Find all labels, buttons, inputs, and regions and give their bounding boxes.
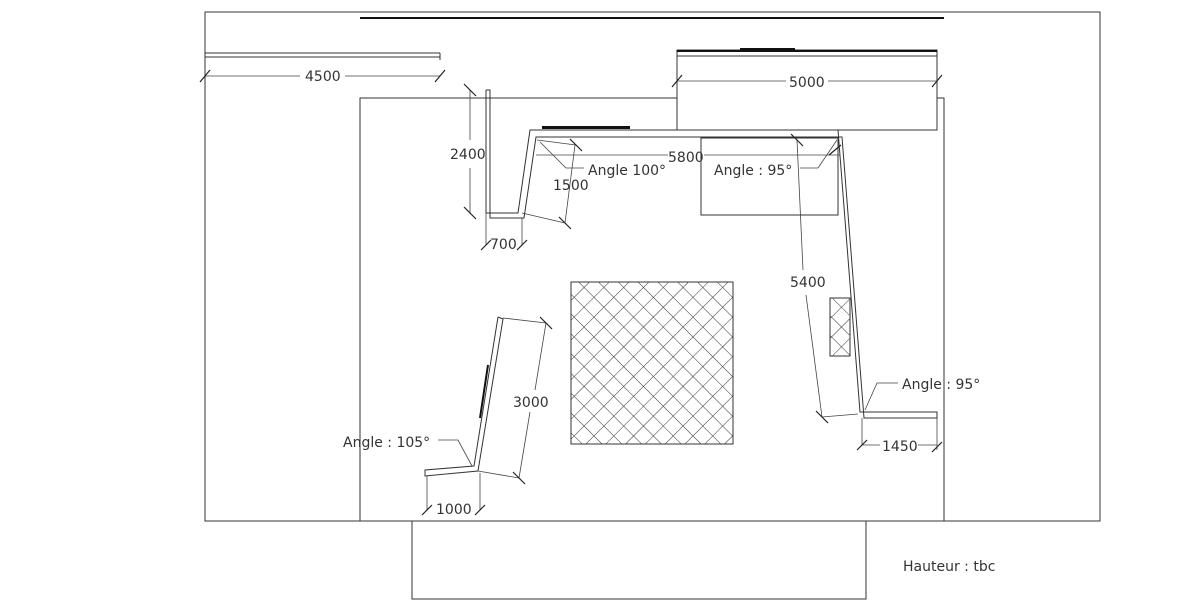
dim-label-4500: 4500	[305, 69, 341, 85]
island-counter	[424, 316, 504, 477]
dim-5400: 5400	[790, 133, 859, 424]
angle-label-top-right: Angle : 95°	[714, 163, 792, 179]
angle-105-annotation: Angle : 105°	[343, 435, 473, 467]
bottom-alcove	[411, 520, 867, 600]
dim-label-5000: 5000	[789, 75, 825, 91]
dim-label-5800: 5800	[668, 150, 704, 166]
height-note: Hauteur : tbc	[903, 559, 995, 575]
inner-room-left	[359, 97, 677, 521]
dim-label-1500: 1500	[553, 178, 589, 194]
angle-95-top-annotation: Angle : 95°	[714, 139, 842, 179]
dim-5000: 5000	[671, 74, 943, 91]
angle-label-bottom-right: Angle : 95°	[902, 377, 980, 393]
hatched-rug	[570, 281, 734, 445]
radiator	[829, 297, 851, 357]
dim-label-700: 700	[490, 237, 517, 253]
dim-label-2400: 2400	[450, 147, 486, 163]
dim-1500: 1500	[521, 138, 589, 230]
angle-95-bottom-annotation: Angle : 95°	[864, 377, 980, 411]
outer-wall	[204, 11, 1101, 522]
dim-1000: 1000	[421, 473, 486, 518]
angle-label-island: Angle : 105°	[343, 435, 430, 451]
dim-700: 700	[480, 213, 528, 253]
dim-label-3000: 3000	[513, 395, 549, 411]
dim-2400: 2400	[450, 83, 486, 220]
dim-5800: 5800	[536, 150, 840, 166]
dim-label-1450: 1450	[882, 439, 918, 455]
dim-3000: 3000	[477, 316, 553, 485]
dim-label-5400: 5400	[790, 275, 826, 291]
angle-label-top-left: Angle 100°	[588, 163, 666, 179]
left-wall-shelf	[205, 52, 441, 60]
dim-1450: 1450	[856, 418, 943, 455]
dim-4500: 4500	[199, 69, 446, 85]
inner-room-right	[937, 97, 945, 521]
dim-label-1000: 1000	[436, 502, 472, 518]
angle-100-annotation: Angle 100°	[539, 141, 666, 179]
